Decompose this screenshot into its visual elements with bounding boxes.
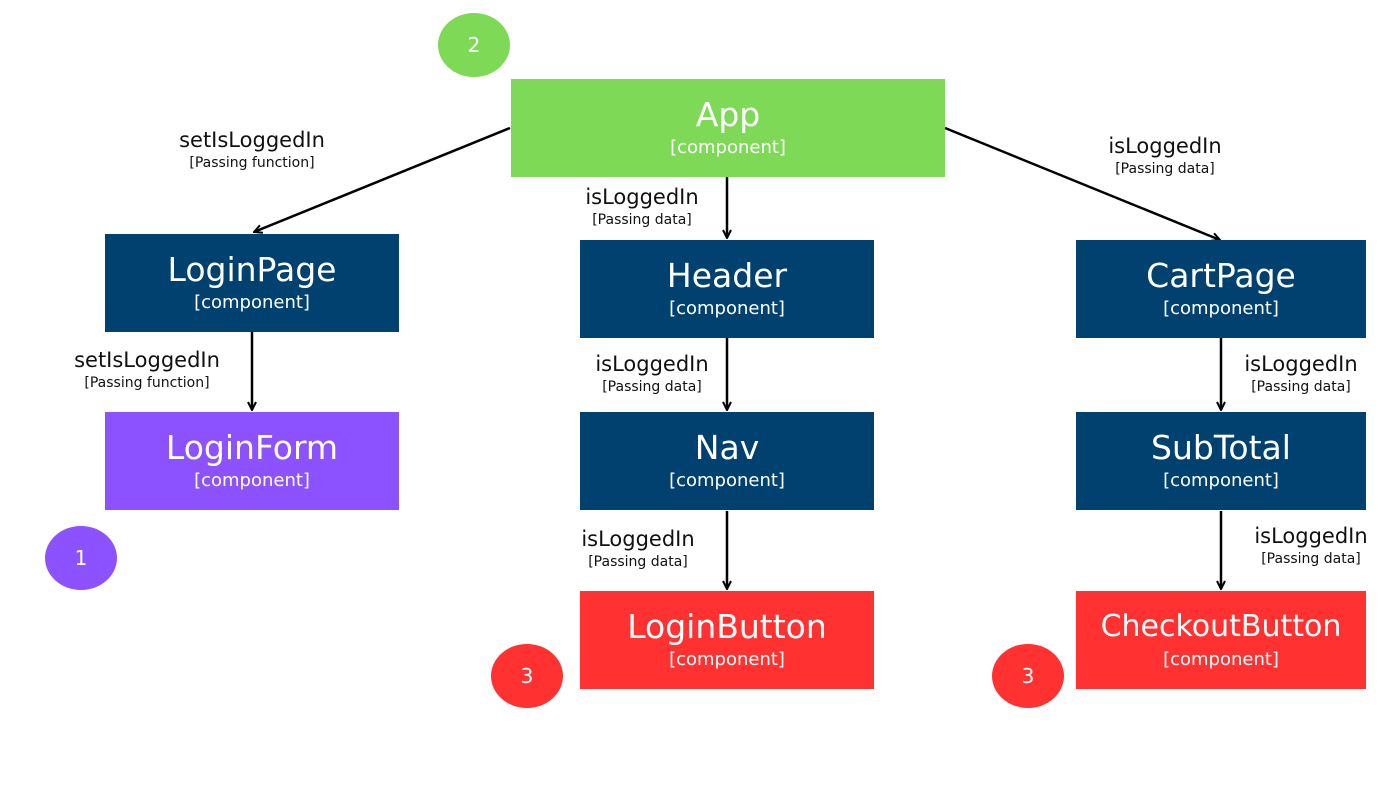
- edge-label-app-header: isLoggedIn [Passing data]: [567, 184, 717, 230]
- checkoutbutton-node: CheckoutButton [component]: [1076, 591, 1366, 689]
- node-name: CartPage: [1146, 256, 1296, 295]
- edge-note: [Passing data]: [588, 554, 688, 570]
- edge-prop: isLoggedIn: [1244, 352, 1358, 376]
- loginform-node: LoginForm [component]: [105, 412, 399, 510]
- edge-app-to-cartpage: [944, 126, 1220, 240]
- node-kind: [component]: [669, 649, 785, 670]
- node-kind: [component]: [1163, 298, 1279, 319]
- edge-prop: setIsLoggedIn: [179, 128, 325, 152]
- edge-note: [Passing data]: [1115, 161, 1215, 177]
- node-kind: [component]: [669, 470, 785, 491]
- subtotal-node: SubTotal [component]: [1076, 412, 1366, 510]
- edge-label-nav-loginbutton: isLoggedIn [Passing data]: [563, 526, 713, 572]
- edge-prop: isLoggedIn: [585, 185, 699, 209]
- edge-prop: isLoggedIn: [595, 352, 709, 376]
- step-badge-1: 1: [45, 526, 117, 590]
- edge-note: [Passing data]: [602, 379, 702, 395]
- edge-prop: isLoggedIn: [1254, 524, 1368, 548]
- node-name: Header: [666, 256, 788, 295]
- node-name: LoginForm: [165, 428, 339, 467]
- node-name: LoginPage: [167, 250, 337, 289]
- app-node: App [component]: [511, 79, 945, 177]
- node-kind: [component]: [1163, 470, 1279, 491]
- step-badge-3-checkout: 3: [992, 644, 1064, 708]
- edge-prop: isLoggedIn: [1108, 134, 1222, 158]
- node-kind: [component]: [669, 298, 785, 319]
- edge-label-app-loginpage: setIsLoggedIn [Passing function]: [152, 127, 352, 173]
- cartpage-node: CartPage [component]: [1076, 240, 1366, 338]
- step-badge-3-login: 3: [491, 644, 563, 708]
- loginbutton-node: LoginButton [component]: [580, 591, 874, 689]
- edge-label-app-cartpage: isLoggedIn [Passing data]: [1090, 133, 1240, 179]
- loginpage-node: LoginPage [component]: [105, 234, 399, 332]
- node-name: App: [695, 95, 761, 134]
- edge-note: [Passing data]: [592, 212, 692, 228]
- edge-label-cart-subtotal: isLoggedIn [Passing data]: [1226, 351, 1376, 397]
- node-name: Nav: [694, 428, 760, 467]
- node-kind: [component]: [194, 292, 310, 313]
- node-kind: [component]: [1163, 649, 1279, 670]
- node-kind: [component]: [670, 137, 786, 158]
- edge-note: [Passing data]: [1251, 379, 1351, 395]
- edge-label-subtotal-checkout: isLoggedIn [Passing data]: [1236, 523, 1386, 569]
- edge-label-header-nav: isLoggedIn [Passing data]: [577, 351, 727, 397]
- step-badge-2: 2: [438, 13, 510, 77]
- node-kind: [component]: [194, 470, 310, 491]
- edge-note: [Passing data]: [1261, 551, 1361, 567]
- edge-note: [Passing function]: [189, 155, 315, 171]
- edge-label-loginpage-form: setIsLoggedIn [Passing function]: [47, 347, 247, 393]
- edge-prop: setIsLoggedIn: [74, 348, 220, 372]
- edge-prop: isLoggedIn: [581, 527, 695, 551]
- edge-app-to-loginpage: [254, 126, 511, 232]
- header-node: Header [component]: [580, 240, 874, 338]
- node-name: CheckoutButton: [1100, 609, 1342, 644]
- node-name: LoginButton: [627, 607, 827, 646]
- node-name: SubTotal: [1151, 428, 1291, 467]
- nav-node: Nav [component]: [580, 412, 874, 510]
- edge-note: [Passing function]: [84, 375, 210, 391]
